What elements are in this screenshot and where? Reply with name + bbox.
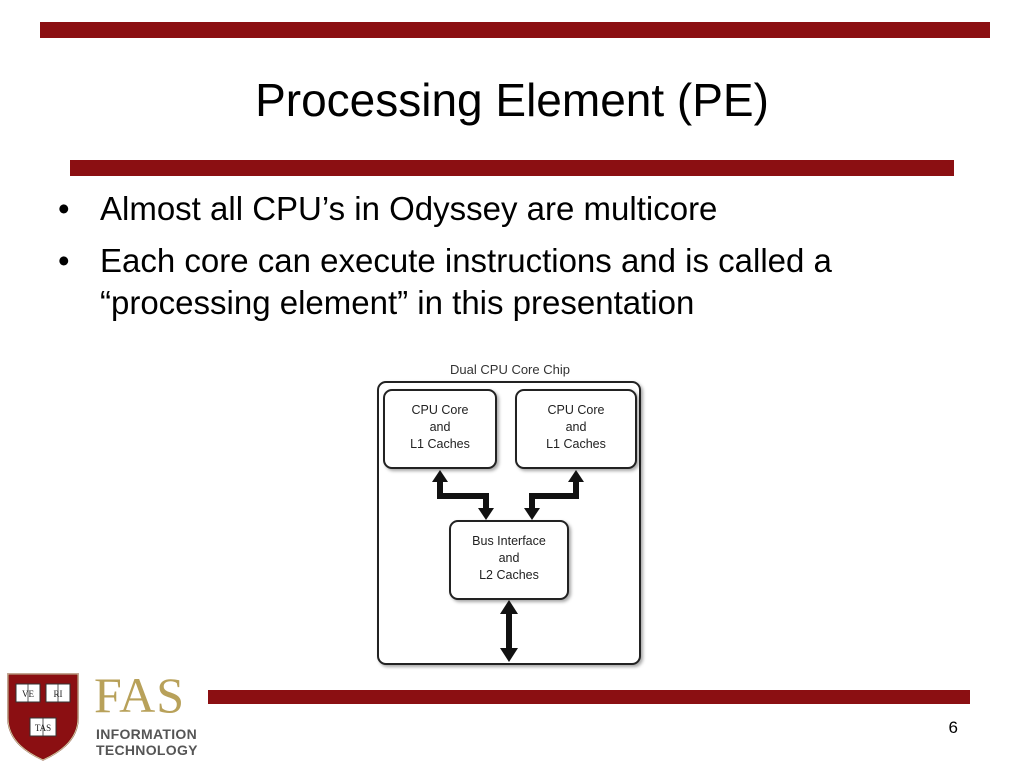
footer-accent-bar <box>208 690 970 704</box>
bus-line: L2 Caches <box>479 568 539 582</box>
bullet-text: Almost all CPU’s in Odyssey are multicor… <box>100 190 718 227</box>
core-left-line: CPU Core <box>411 403 469 417</box>
bullet-dot: • <box>58 242 70 279</box>
shield-icon: VE RI TAS <box>7 673 79 761</box>
bus-box <box>449 520 569 600</box>
core-right-line: and <box>565 420 587 434</box>
core-right-line: CPU Core <box>547 403 605 417</box>
bullet-item: • Almost all CPU’s in Odyssey are multic… <box>58 188 978 230</box>
bullet-dot: • <box>58 190 70 227</box>
slide-title: Processing Element (PE) <box>255 74 769 126</box>
fas-subtitle-line: INFORMATION <box>96 726 198 742</box>
core-left-line: and <box>429 420 451 434</box>
diagram-title: Dual CPU Core Chip <box>450 362 570 377</box>
core-left-box <box>383 389 497 469</box>
slide-number: 6 <box>948 718 958 737</box>
shield-letters: VE <box>22 689 34 699</box>
core-right-label: CPU Core and L1 Caches <box>516 402 636 453</box>
core-right-box <box>515 389 637 469</box>
diagram-graphics <box>377 381 641 665</box>
core-right-line: L1 Caches <box>546 437 606 451</box>
bullet-text: Each core can execute instructions and i… <box>100 242 832 321</box>
bus-label: Bus Interface and L2 Caches <box>450 533 568 584</box>
dual-core-diagram: Dual CPU Core Chip CPU Core and L1 Cache… <box>370 358 650 670</box>
bus-line: and <box>498 551 520 565</box>
arrow-left-core-bus <box>432 470 494 520</box>
arrow-right-core-bus <box>524 470 584 520</box>
bullet-list: • Almost all CPU’s in Odyssey are multic… <box>58 188 978 334</box>
fas-subtitle-line: TECHNOLOGY <box>96 742 198 758</box>
bus-line: Bus Interface <box>472 534 546 548</box>
fas-subtitle: INFORMATION TECHNOLOGY <box>96 726 198 758</box>
shield-letters: TAS <box>35 723 51 733</box>
core-left-label: CPU Core and L1 Caches <box>384 402 496 453</box>
title-underline-bar <box>70 160 954 176</box>
fas-wordmark: FAS <box>94 667 186 723</box>
bullet-item: • Each core can execute instructions and… <box>58 240 978 324</box>
top-accent-bar <box>40 22 990 38</box>
core-left-line: L1 Caches <box>410 437 470 451</box>
shield-letters: RI <box>54 689 63 699</box>
arrow-bus-external <box>500 600 518 662</box>
harvard-shield-logo: VE RI TAS <box>4 670 82 767</box>
